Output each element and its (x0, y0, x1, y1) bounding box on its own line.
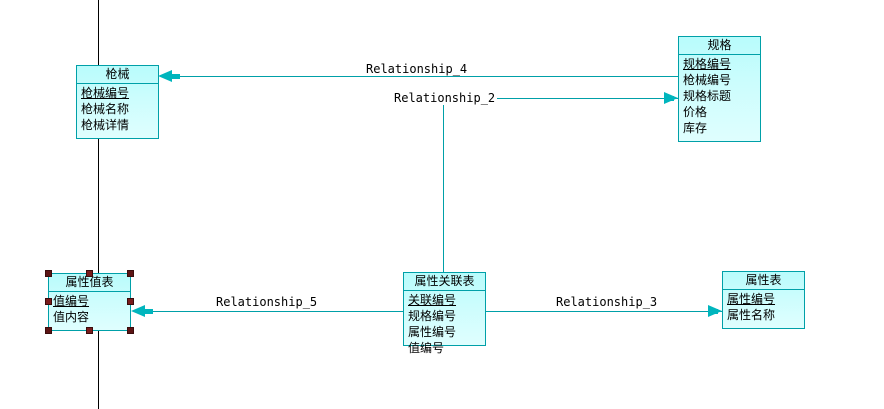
selection-handle-top-center[interactable] (86, 270, 93, 277)
entity-guige-attribute-0: 规格编号 (683, 57, 732, 71)
entity-shuxingzhibiao-title: 属性值表 (49, 274, 130, 292)
selection-handle-top-left[interactable] (45, 270, 52, 277)
entity-shuxingguanlianbiao-attribute-0: 关联编号 (408, 293, 457, 307)
connector-relationship-2-vertical[interactable] (443, 98, 444, 272)
entity-shuxingbiao-attribute-1: 属性名称 (727, 308, 776, 322)
entity-shuxingguanlianbiao-attribute-2: 属性编号 (408, 325, 457, 339)
entity-shuxingguanlianbiao-title: 属性关联表 (404, 273, 485, 291)
entity-qiangxie[interactable]: 枪械 枪械编号 枪械名称 枪械详情 (76, 65, 159, 139)
entity-shuxingbiao-attributes: 属性编号 属性名称 (723, 290, 804, 323)
selection-handle-middle-right[interactable] (127, 298, 134, 305)
entity-shuxingzhibiao-attribute-1: 值内容 (53, 310, 90, 324)
connector-relationship-5-tail (143, 309, 153, 314)
arrowhead-relationship-2 (664, 92, 678, 104)
relationship-label-3[interactable]: Relationship_3 (554, 295, 660, 309)
arrowhead-relationship-5 (131, 305, 145, 317)
entity-shuxingguanlianbiao-attribute-1: 规格编号 (408, 309, 457, 323)
entity-shuxingbiao-title: 属性表 (723, 272, 804, 290)
entity-guige[interactable]: 规格 规格编号 枪械编号 规格标题 价格 库存 (678, 36, 761, 142)
entity-qiangxie-attribute-1: 枪械名称 (81, 102, 130, 116)
selection-handle-top-right[interactable] (127, 270, 134, 277)
entity-qiangxie-attributes: 枪械编号 枪械名称 枪械详情 (77, 84, 158, 133)
connector-relationship-5[interactable] (148, 311, 403, 312)
page-guide-line (98, 0, 99, 409)
entity-guige-attribute-2: 规格标题 (683, 89, 732, 103)
entity-qiangxie-title: 枪械 (77, 66, 158, 84)
entity-shuxingguanlianbiao-attributes: 关联编号 规格编号 属性编号 值编号 (404, 291, 485, 356)
connector-relationship-3[interactable] (485, 311, 722, 312)
entity-guige-attribute-4: 库存 (683, 121, 708, 135)
selection-handle-bottom-right[interactable] (127, 327, 134, 334)
entity-shuxingbiao[interactable]: 属性表 属性编号 属性名称 (722, 271, 805, 329)
entity-qiangxie-attribute-2: 枪械详情 (81, 118, 130, 132)
selection-handle-middle-left[interactable] (45, 298, 52, 305)
arrowhead-relationship-3 (708, 305, 722, 317)
relationship-label-2[interactable]: Relationship_2 (392, 91, 498, 105)
entity-shuxingzhibiao[interactable]: 属性值表 值编号 值内容 (48, 273, 131, 331)
connector-relationship-2[interactable] (443, 98, 678, 99)
entity-shuxingbiao-attribute-0: 属性编号 (727, 292, 776, 306)
relationship-label-4[interactable]: Relationship_4 (364, 62, 470, 76)
connector-relationship-4[interactable] (175, 76, 678, 77)
entity-qiangxie-attribute-0: 枪械编号 (81, 86, 130, 100)
relationship-label-5[interactable]: Relationship_5 (214, 295, 320, 309)
entity-shuxingzhibiao-attribute-0: 值编号 (53, 294, 90, 308)
selection-handle-bottom-left[interactable] (45, 327, 52, 334)
entity-shuxingguanlianbiao[interactable]: 属性关联表 关联编号 规格编号 属性编号 值编号 (403, 272, 486, 355)
entity-guige-attributes: 规格编号 枪械编号 规格标题 价格 库存 (679, 55, 760, 136)
selection-handle-bottom-center[interactable] (86, 327, 93, 334)
entity-shuxingzhibiao-attributes: 值编号 值内容 (49, 292, 130, 325)
arrowhead-relationship-4 (158, 70, 172, 82)
entity-guige-title: 规格 (679, 37, 760, 55)
entity-guige-attribute-1: 枪械编号 (683, 73, 732, 87)
entity-shuxingguanlianbiao-attribute-3: 值编号 (408, 341, 445, 355)
connector-relationship-4-tail (170, 74, 180, 79)
entity-guige-attribute-3: 价格 (683, 105, 708, 119)
